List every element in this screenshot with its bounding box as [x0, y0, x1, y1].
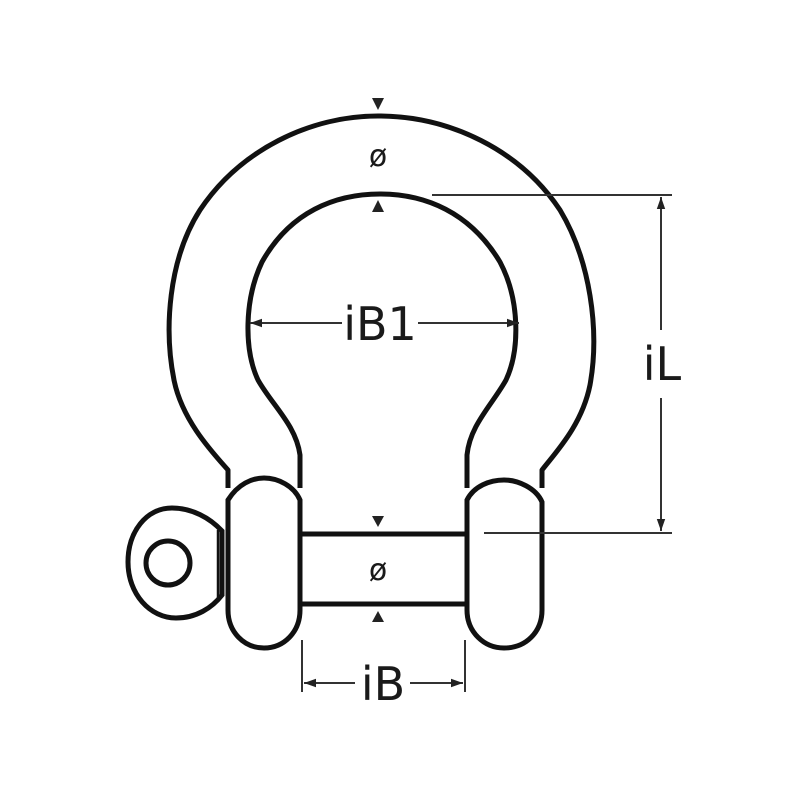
bow-diameter-label: ø — [369, 139, 387, 174]
dimension-ib — [301, 640, 466, 692]
left-lug — [225, 475, 303, 651]
ib-label: iB — [361, 657, 405, 711]
dimension-il — [432, 194, 672, 534]
il-label: iL — [643, 337, 682, 391]
pin-eye — [125, 505, 225, 621]
pin-diameter-label: ø — [369, 553, 387, 588]
bow-inner-outline — [245, 191, 519, 488]
dimension-pin-diameter: ø — [369, 516, 387, 622]
arrowhead-top-down — [372, 98, 384, 110]
bow-outer-outline — [166, 113, 597, 488]
pin-bar — [300, 531, 467, 607]
shackle-bow — [166, 113, 597, 488]
dimension-bow-diameter: ø — [369, 98, 387, 212]
arrowhead-pin-down — [372, 516, 384, 527]
arrowhead-top-up — [372, 200, 384, 212]
pin-eye-hole — [143, 538, 193, 588]
right-lug — [464, 477, 545, 651]
ib1-label: iB1 — [343, 297, 417, 351]
arrowhead-pin-up — [372, 611, 384, 622]
